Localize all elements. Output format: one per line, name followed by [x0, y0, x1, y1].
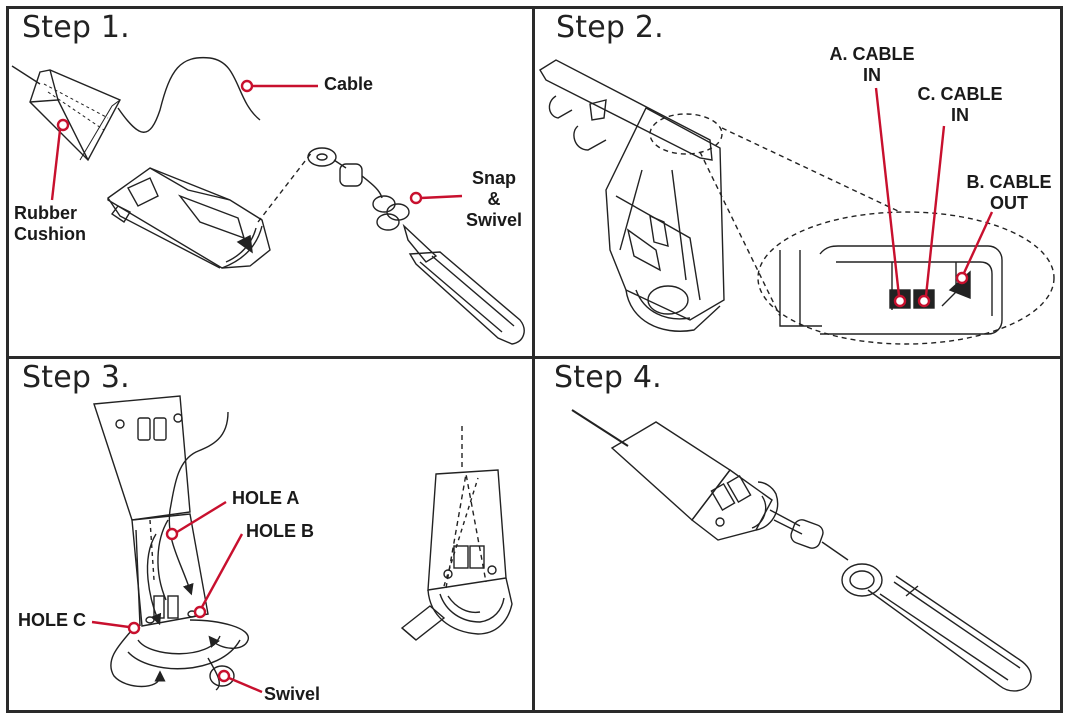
step-2-callouts	[874, 87, 994, 308]
swivel-label: Swivel	[264, 684, 321, 704]
assembled-release	[610, 421, 1032, 692]
swivel-callout-dot	[217, 669, 231, 683]
rubber-cushion-label-line2: Cushion	[14, 224, 86, 244]
cable-in-c-label-line2: IN	[951, 105, 969, 125]
step-2-panel	[532, 6, 1063, 359]
a-callout-dot	[893, 294, 907, 308]
snap-swivel	[307, 147, 525, 345]
hole-c-label: HOLE C	[18, 610, 87, 630]
step-3-illustration	[93, 395, 513, 691]
cable-in-a-label-line2: IN	[863, 65, 881, 85]
rubber-cushion-label-line1: Rubber	[14, 203, 77, 223]
cable-tip	[160, 56, 205, 112]
snap-callout-dot	[409, 191, 423, 205]
zoom-detail	[779, 245, 1003, 335]
clip-closed-view	[400, 426, 513, 641]
step-3-panel	[6, 356, 535, 713]
step-4-panel	[532, 356, 1063, 713]
step-4-title: Step 4.	[554, 360, 662, 395]
rubber-callout-dot	[56, 118, 70, 132]
hole-c-callout-dot	[127, 621, 141, 635]
clip-open-view	[93, 395, 249, 691]
step-3-callouts	[91, 500, 263, 694]
hole-b-callout-dot	[193, 605, 207, 619]
step-3-title: Step 3.	[22, 360, 130, 395]
c-callout-dot	[917, 294, 931, 308]
rubber-cushion	[29, 69, 121, 162]
cable-label: Cable	[324, 74, 374, 94]
cable-callout-dot	[240, 79, 254, 93]
cable-line	[11, 65, 41, 85]
clip-side-view	[539, 59, 725, 332]
snap-swivel-label-line3: Swivel	[465, 210, 523, 230]
cable-out-b-label-line2: OUT	[990, 193, 1028, 213]
snap-swivel-label-line2: &	[487, 189, 501, 209]
step-1-callouts	[50, 79, 463, 205]
step-2-illustration	[539, 59, 1055, 345]
hole-a-callout-dot	[165, 527, 179, 541]
step-1-title: Step 1.	[22, 10, 130, 45]
cable-curve	[117, 56, 261, 133]
release-clip-body	[107, 167, 271, 269]
step-1-panel	[6, 6, 535, 359]
step-4-illustration	[571, 409, 1032, 692]
hole-a-label: HOLE A	[232, 488, 300, 508]
cable-out-b-label-line1: B. CABLE	[966, 172, 1052, 192]
step-1-illustration	[11, 56, 525, 345]
hole-b-label: HOLE B	[246, 521, 315, 541]
cable-in-a-label-line1: A. CABLE	[829, 44, 915, 64]
snap-swivel-label-line1: Snap	[471, 168, 516, 188]
b-callout-dot	[955, 271, 969, 285]
cable-line	[571, 409, 629, 447]
cable-in-c-label-line1: C. CABLE	[917, 84, 1003, 104]
step-2-title: Step 2.	[556, 10, 664, 45]
